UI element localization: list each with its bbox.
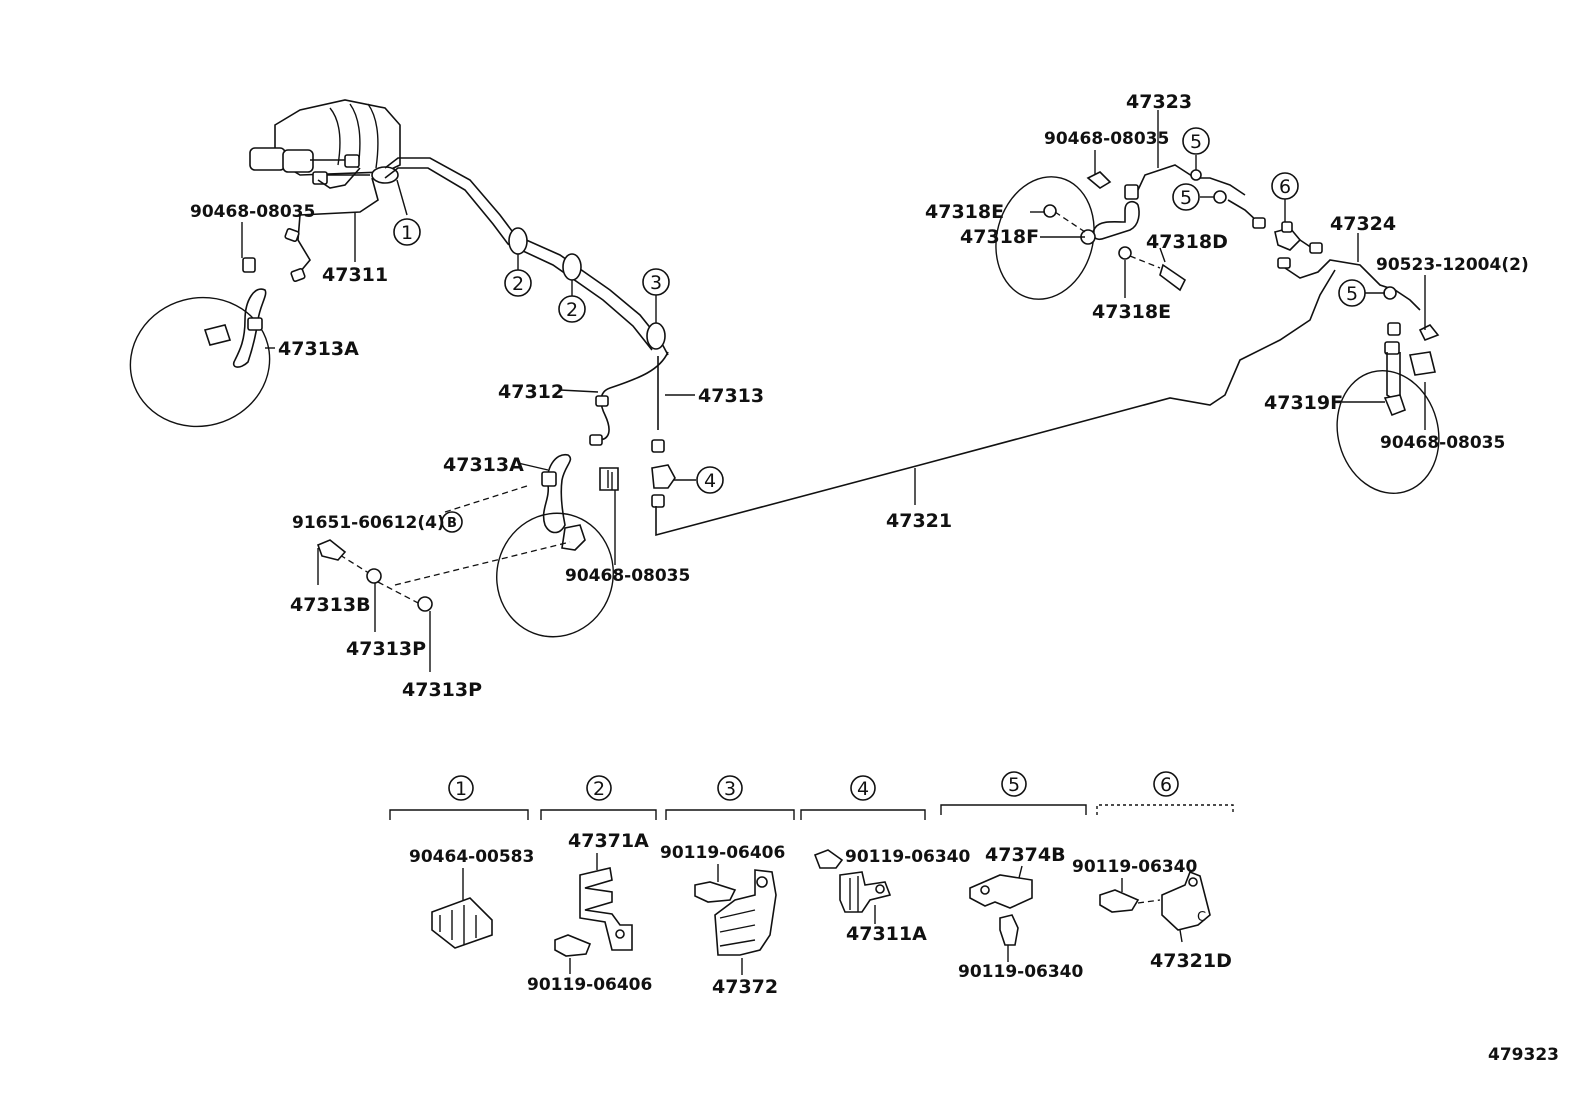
legend-g6-part-b: 47321D (1150, 950, 1232, 972)
label-90468-08035-b: 90468-08035 (565, 566, 690, 586)
front-right-bolts[interactable] (316, 484, 571, 612)
label-90468-08035-c: 90468-08035 (1044, 129, 1169, 149)
callout-2a: 2 (504, 269, 532, 297)
legend-header-6: 6 (1153, 771, 1179, 797)
label-47313p-a: 47313P (346, 638, 426, 660)
svg-text:3: 3 (724, 778, 736, 800)
legend-header-4: 4 (850, 775, 876, 801)
label-91651-60612: 91651-60612(4) (292, 513, 445, 533)
label-90523-12004: 90523-12004(2) (1376, 255, 1529, 275)
brake-pipe-47312-branch[interactable] (589, 269, 1336, 537)
legend-g2-part-a: 47371A (568, 830, 649, 852)
legend-g4-part-a: 90119-06340 (845, 847, 971, 867)
callout-5a: 5 (1182, 127, 1210, 155)
rear-left-flex-hose[interactable] (1043, 171, 1187, 292)
brake-pipe-47323[interactable] (1137, 164, 1266, 229)
detail-legend: 1 2 3 4 5 6 90464-00583 47371A (389, 771, 1234, 998)
svg-text:C: C (1197, 910, 1206, 925)
label-47318e-b: 47318E (1092, 301, 1171, 323)
svg-text:6: 6 (1279, 176, 1291, 198)
svg-text:1: 1 (401, 222, 413, 244)
svg-text:4: 4 (857, 778, 869, 800)
legend-header-3: 3 (717, 775, 743, 801)
svg-text:5: 5 (1008, 774, 1020, 796)
legend-g5-clip (969, 874, 1033, 946)
legend-g4-bolt (813, 849, 844, 869)
legend-g3-clip (694, 869, 777, 956)
legend-header-5: 5 (1001, 771, 1027, 797)
label-47313a-b: 47313A (443, 454, 524, 476)
callout-6: 6 (1271, 172, 1299, 200)
label-47318f: 47318F (960, 226, 1039, 248)
svg-text:3: 3 (650, 272, 662, 294)
label-47323: 47323 (1126, 91, 1192, 113)
callout-4: 4 (696, 466, 724, 494)
rear-right-brake-disc (1336, 370, 1440, 494)
label-47319f: 47319F (1264, 392, 1343, 414)
legend-g1-part: 90464-00583 (409, 847, 534, 867)
label-47313b: 47313B (290, 594, 371, 616)
callout-3: 3 (642, 268, 670, 296)
legend-header-1: 1 (448, 775, 474, 801)
svg-text:2: 2 (593, 778, 605, 800)
rear-left-brake-disc (995, 176, 1095, 300)
leader-lines-right (1030, 110, 1426, 430)
legend-g4-part-b: 47311A (846, 923, 927, 945)
label-90468-08035-a: 90468-08035 (190, 202, 315, 222)
legend-g2-clip (554, 867, 633, 957)
label-47324: 47324 (1330, 213, 1396, 235)
label-47313p-b: 47313P (402, 679, 482, 701)
legend-g3-part-a: 90119-06406 (660, 843, 785, 863)
label-47321: 47321 (886, 510, 952, 532)
diagram-id: 479323 (1488, 1045, 1559, 1065)
legend-g1-clip (431, 897, 493, 949)
legend-header-2: 2 (586, 775, 612, 801)
brake-pipe-front[interactable] (284, 157, 669, 356)
label-47318d: 47318D (1146, 231, 1228, 253)
rear-right-flex-hose[interactable] (1383, 322, 1440, 417)
callout-5b: 5 (1172, 183, 1200, 211)
callout-1: 1 (393, 218, 421, 246)
label-47313a-a: 47313A (278, 338, 359, 360)
legend-g4-clip (839, 871, 892, 913)
part-labels: 90468-08035 47311 47313A 47312 47313 473… (190, 91, 1529, 701)
callout-b-marker: B (441, 511, 463, 533)
front-left-flex-hose[interactable] (203, 257, 267, 368)
legend-g2-part-b: 90119-06406 (527, 975, 652, 995)
legend-g5-part-b: 90119-06340 (958, 962, 1084, 982)
label-47311: 47311 (322, 264, 388, 286)
svg-text:2: 2 (566, 299, 578, 321)
front-right-flex-hose[interactable] (541, 454, 619, 551)
label-47318e-a: 47318E (925, 201, 1004, 223)
front-left-brake-disc (129, 296, 271, 428)
svg-text:5: 5 (1190, 131, 1202, 153)
svg-text:2: 2 (512, 273, 524, 295)
svg-text:5: 5 (1180, 187, 1192, 209)
legend-g6-part-a: 90119-06340 (1072, 857, 1198, 877)
svg-text:1: 1 (455, 778, 467, 800)
label-47312: 47312 (498, 381, 564, 403)
callout-5c: 5 (1338, 279, 1366, 307)
callout-2b: 2 (558, 295, 586, 323)
svg-text:5: 5 (1346, 283, 1358, 305)
legend-g6-joint: C (1099, 870, 1211, 943)
svg-text:6: 6 (1160, 774, 1172, 796)
front-right-brake-disc (496, 512, 614, 638)
master-cylinder[interactable] (249, 99, 401, 185)
label-47313: 47313 (698, 385, 764, 407)
label-90468-08035-d: 90468-08035 (1380, 433, 1505, 453)
leader-lines-left (241, 179, 916, 672)
legend-g5-part-a: 47374B (985, 844, 1066, 866)
svg-text:B: B (447, 516, 457, 531)
legend-g3-part-b: 47372 (712, 976, 778, 998)
svg-text:4: 4 (704, 470, 716, 492)
